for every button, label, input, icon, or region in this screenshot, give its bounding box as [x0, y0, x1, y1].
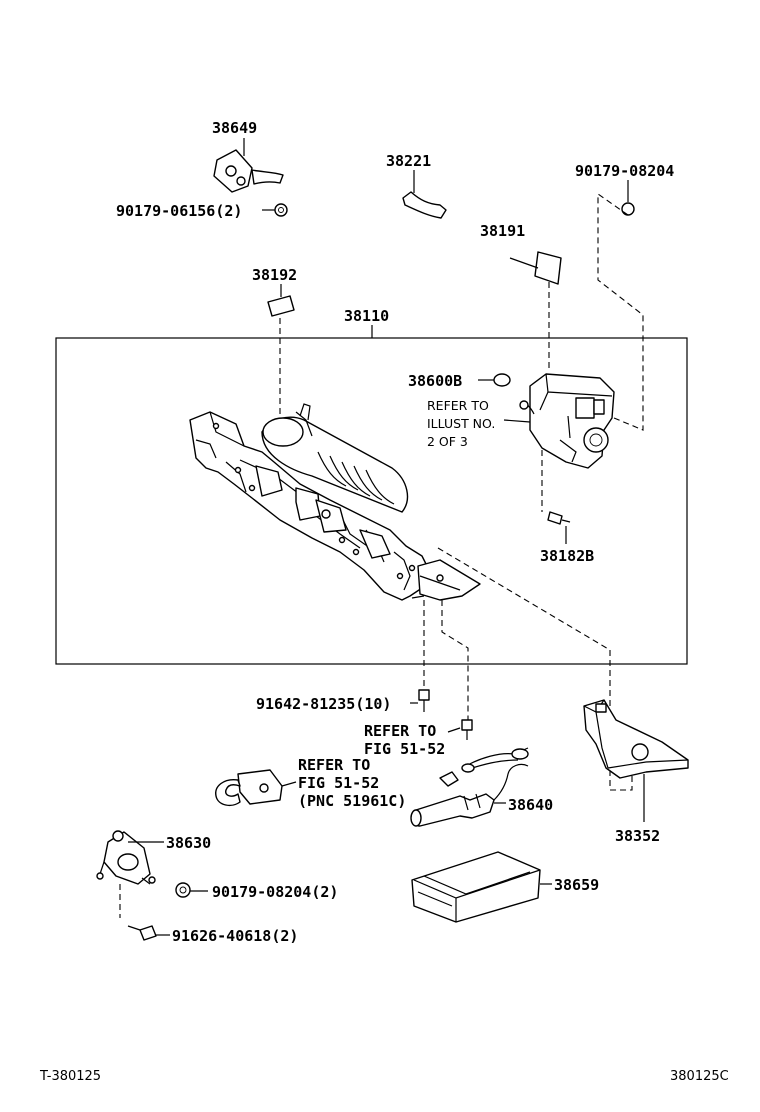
part-refer-clip [215, 769, 297, 807]
label-38600B: 38600B [408, 372, 462, 390]
part-38640-cable [410, 747, 529, 827]
note-refer-illust-line1: REFER TO [427, 398, 489, 413]
note-refer-fig-a-line1: REFER TO [364, 722, 436, 740]
label-38192: 38192 [252, 266, 297, 284]
part-38600B-ring [478, 373, 511, 387]
note-refer-fig-a-line2: FIG 51-52 [364, 740, 445, 758]
part-90179-08204-top-nut [597, 180, 644, 431]
part-38182B-bolt [547, 511, 571, 544]
part-refer-bolt [447, 719, 473, 740]
note-refer-fig-b-line3: (PNC 51961C) [298, 792, 406, 810]
footer-code-left: T-380125 [39, 1069, 101, 1084]
label-90179-06156: 90179-06156(2) [116, 202, 242, 220]
part-actuator-module [503, 373, 615, 512]
label-91626-40618: 91626-40618(2) [172, 927, 298, 945]
label-91642-81235: 91642-81235(10) [256, 695, 391, 713]
part-38221-hose [402, 170, 447, 219]
part-38110-assembly [189, 403, 633, 791]
part-38659-case [411, 851, 552, 923]
note-refer-fig-b-line1: REFER TO [298, 756, 370, 774]
part-90179-08204-nut [175, 882, 208, 898]
part-90179-06156-nut [262, 203, 288, 217]
label-90179-08204-2: 90179-08204(2) [212, 883, 338, 901]
note-refer-illust-line3: 2 OF 3 [427, 434, 468, 449]
label-38630: 38630 [166, 834, 211, 852]
note-refer-illust-line2: ILLUST NO. [427, 416, 495, 431]
part-38192-label [267, 284, 295, 420]
part-38649-clamp [213, 138, 284, 193]
footer-code-right: 380125C [670, 1069, 729, 1084]
part-38630-actuator [96, 830, 164, 918]
part-38191-label [509, 251, 562, 368]
note-refer-fig-b-line2: FIG 51-52 [298, 774, 379, 792]
label-38191: 38191 [480, 222, 525, 240]
label-38352: 38352 [615, 827, 660, 845]
part-38352-bracket [583, 699, 689, 822]
label-38640: 38640 [508, 796, 553, 814]
label-90179-08204-top: 90179-08204 [575, 162, 674, 180]
part-91626-bolt [127, 925, 170, 941]
part-91642-bolt [410, 689, 430, 712]
label-38659: 38659 [554, 876, 599, 894]
label-38221: 38221 [386, 152, 431, 170]
label-38182B: 38182B [540, 547, 594, 565]
label-38110: 38110 [344, 307, 389, 325]
label-38649: 38649 [212, 119, 257, 137]
